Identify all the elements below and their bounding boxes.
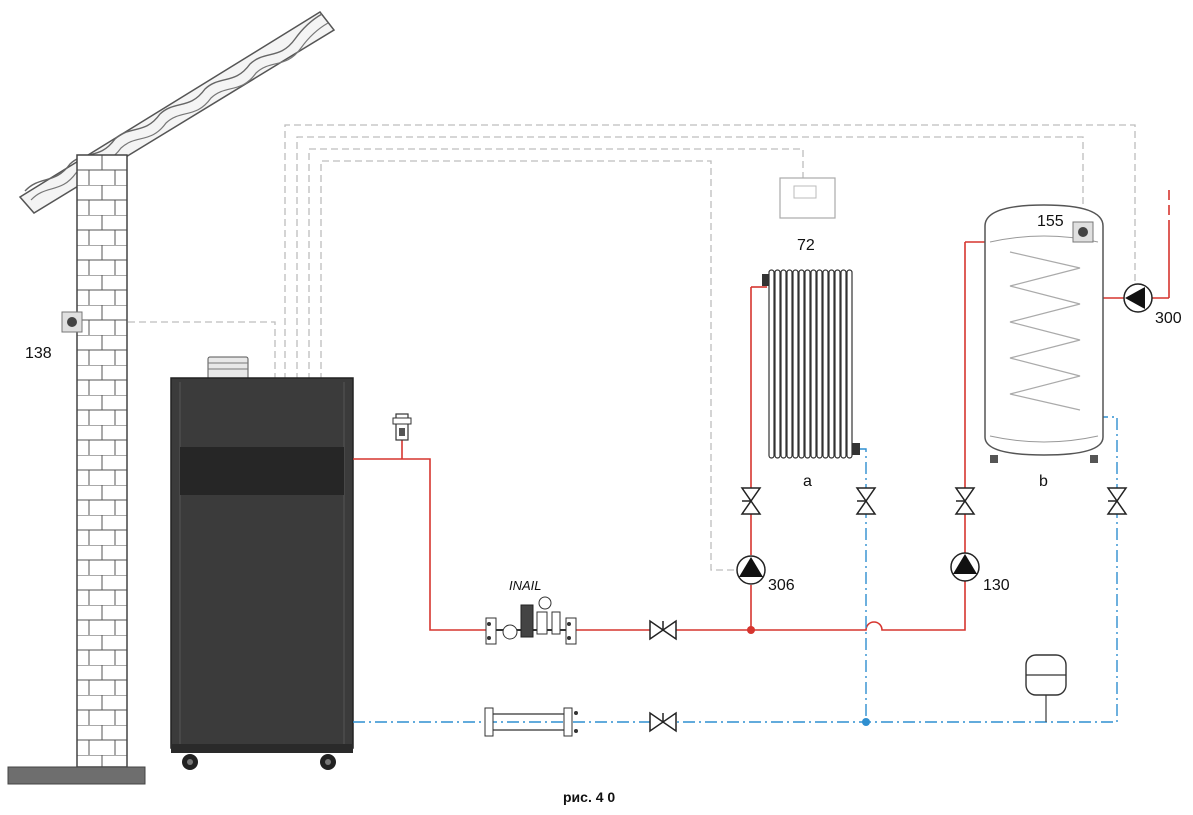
radiator-column	[822, 269, 829, 459]
tank-sensor	[1072, 221, 1094, 243]
figure-caption: рис. 4 0	[563, 789, 615, 805]
radiator-column	[840, 269, 847, 459]
roof	[18, 11, 336, 214]
return-valve	[649, 712, 677, 732]
inail-safety-kit	[485, 596, 577, 645]
flow-junction	[747, 626, 755, 634]
tank-pump	[950, 552, 980, 582]
tank-pump-label: 130	[983, 577, 1010, 594]
radiator-column	[834, 269, 841, 459]
outdoor-sensor	[61, 311, 83, 333]
radiator-column	[828, 269, 835, 459]
dhw-recirc-pump	[1123, 283, 1153, 313]
radiator-column	[780, 269, 787, 459]
return-filter	[484, 707, 578, 737]
radiator-flow-valve	[741, 487, 761, 515]
radiator-return-valve	[856, 487, 876, 515]
return-piping	[353, 416, 1118, 723]
dhw-tank	[984, 204, 1104, 463]
heating-pump-label: 306	[768, 577, 795, 594]
tank-return-valve	[1107, 487, 1127, 515]
radiator-column	[798, 269, 805, 459]
return-junction	[862, 718, 870, 726]
radiator-label: a	[803, 473, 812, 490]
radiator-column	[810, 269, 817, 459]
radiator-column	[846, 269, 853, 459]
radiator	[762, 269, 860, 459]
inail-label: INAIL	[509, 578, 542, 593]
outdoor-sensor-label: 138	[25, 345, 52, 362]
expansion-vessel	[1025, 654, 1067, 696]
control-wiring	[95, 124, 1136, 571]
tank-label: b	[1039, 473, 1048, 490]
dhw-recirc-pump-label: 300	[1155, 310, 1182, 327]
radiator-column	[804, 269, 811, 459]
flow-valve	[649, 620, 677, 640]
room-thermostat-label: 72	[797, 237, 815, 254]
radiator-column	[774, 269, 781, 459]
chimney-wall	[7, 154, 146, 785]
radiator-column	[816, 269, 823, 459]
boiler	[170, 356, 354, 770]
heating-pump	[736, 555, 766, 585]
radiator-column	[768, 269, 775, 459]
air-vent	[392, 413, 412, 441]
tank-sensor-label: 155	[1037, 213, 1064, 230]
radiator-column	[786, 269, 793, 459]
tank-flow-valve	[955, 487, 975, 515]
room-thermostat	[779, 177, 836, 219]
radiator-column	[792, 269, 799, 459]
